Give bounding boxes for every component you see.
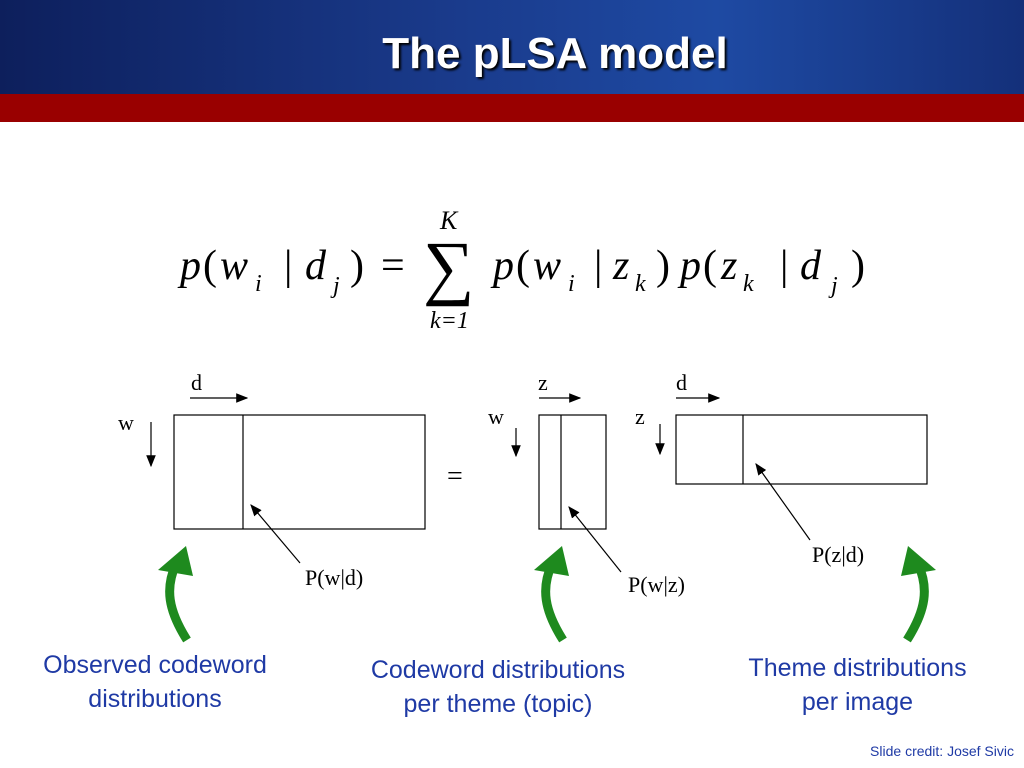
caption-text: Theme distributions per image [748, 654, 967, 716]
svg-text:=: = [381, 243, 405, 289]
caption-text: Observed codeword distributions [43, 651, 267, 713]
svg-text:(: ( [203, 243, 217, 289]
svg-text:): ) [851, 243, 865, 289]
svg-text:w: w [533, 243, 561, 289]
green-arrow-icon [165, 562, 191, 643]
sum-lower-limit: k=1 [430, 308, 469, 334]
matrix-label-p-w-given-z: P(w|z) [628, 572, 685, 597]
axis-label-d: d [676, 370, 687, 395]
svg-text:j: j [330, 273, 340, 299]
svg-text:): ) [350, 243, 364, 289]
green-arrowhead-icon [534, 546, 569, 576]
svg-text:i: i [568, 271, 575, 297]
matrix-topic-document [675, 414, 928, 485]
slide-title: The pLSA model [382, 29, 728, 78]
title-bar [0, 0, 1024, 94]
caption-observed: Observed codeword distributions [5, 648, 305, 716]
green-arrowhead-icon [158, 546, 193, 576]
axis-label-z: z [635, 404, 645, 429]
matrix-word-document [173, 414, 426, 530]
svg-text:): ) [656, 243, 670, 289]
svg-text:p: p [677, 243, 701, 289]
svg-text:j: j [828, 273, 838, 299]
svg-text:w: w [220, 243, 248, 289]
svg-text:i: i [255, 271, 262, 297]
equals-sign: = [447, 461, 463, 492]
caption-word-topic: Codeword distributions per theme (topic) [343, 653, 653, 721]
title-bar-stripe [0, 94, 1024, 122]
pointer-arrow [250, 504, 301, 564]
svg-text:p: p [490, 243, 514, 289]
plsa-formula: p ( w i | d j ) = K ∑ k=1 p ( w i | z k … [177, 206, 865, 334]
svg-text:d: d [800, 243, 822, 289]
matrix-factorization-diagram: d w P(w|d) = z w P(w|z) d z P(z|d) [118, 370, 928, 597]
slide-credit: Slide credit: Josef Sivic [870, 743, 1014, 759]
axis-label-w: w [488, 404, 504, 429]
svg-text:k: k [635, 271, 646, 297]
axis-label-w: w [118, 410, 134, 435]
pointer-arrow [568, 506, 622, 573]
axis-label-z: z [538, 370, 548, 395]
green-arrows [158, 546, 936, 643]
axis-label-d: d [191, 370, 202, 395]
svg-text:(: ( [516, 243, 530, 289]
green-arrowhead-icon [901, 546, 936, 576]
sum-upper-limit: K [439, 206, 459, 235]
svg-text:p: p [177, 243, 201, 289]
matrix-label-p-z-given-d: P(z|d) [812, 542, 864, 567]
svg-text:|: | [284, 243, 292, 289]
svg-text:|: | [780, 243, 788, 289]
matrix-word-topic [538, 414, 607, 530]
green-arrow-icon [541, 562, 567, 643]
svg-text:(: ( [703, 243, 717, 289]
svg-text:z: z [612, 243, 629, 289]
pointer-arrow [755, 463, 811, 541]
svg-text:k: k [743, 271, 754, 297]
svg-text:|: | [594, 243, 602, 289]
caption-text: Codeword distributions per theme (topic) [370, 656, 626, 718]
svg-text:d: d [305, 243, 327, 289]
caption-topic-image: Theme distributions per image [715, 651, 1000, 719]
green-arrow-icon [903, 562, 929, 643]
svg-text:z: z [720, 243, 737, 289]
matrix-label-p-w-given-d: P(w|d) [305, 565, 363, 590]
summation-sign: ∑ [423, 227, 474, 307]
